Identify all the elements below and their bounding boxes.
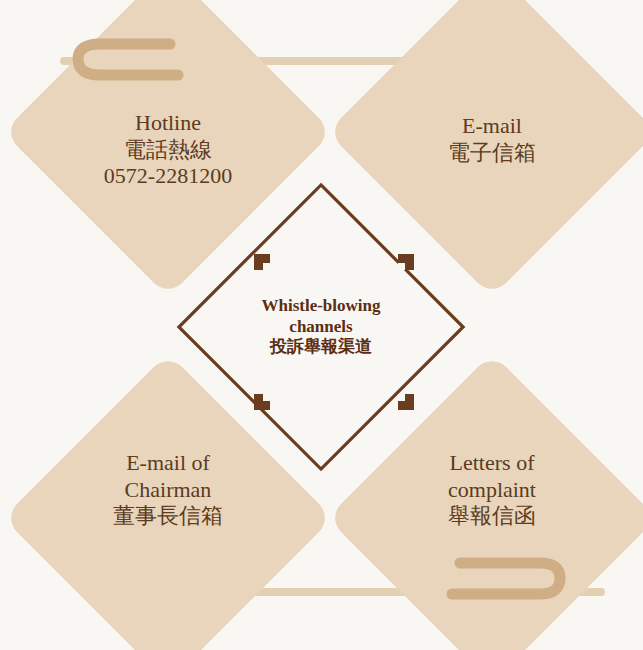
channel-label: 電話熱線	[124, 137, 212, 164]
hub-label: 投訴舉報渠道	[270, 337, 372, 358]
channel-label: Hotline	[135, 110, 201, 137]
channel-label: E-mail of Chairman	[112, 450, 224, 504]
diamond-fill	[327, 353, 643, 650]
node-texts: Whistle-blowing channels投訴舉報渠道	[176, 182, 466, 472]
channel-label: E-mail	[462, 113, 522, 140]
channel-label: 電子信箱	[448, 140, 536, 167]
channel-label: Letters of complaint	[436, 450, 548, 504]
diamond-fill	[3, 353, 333, 650]
hub-diamond: Whistle-blowing channels投訴舉報渠道	[176, 182, 466, 472]
channel-label: 舉報信函	[448, 503, 536, 530]
channel-label: 0572-2281200	[104, 163, 232, 190]
hub-label: Whistle-blowing channels	[246, 296, 396, 337]
corner-ornament	[398, 394, 414, 410]
channel-label: 董事長信箱	[113, 503, 223, 530]
corner-notch	[398, 394, 405, 401]
